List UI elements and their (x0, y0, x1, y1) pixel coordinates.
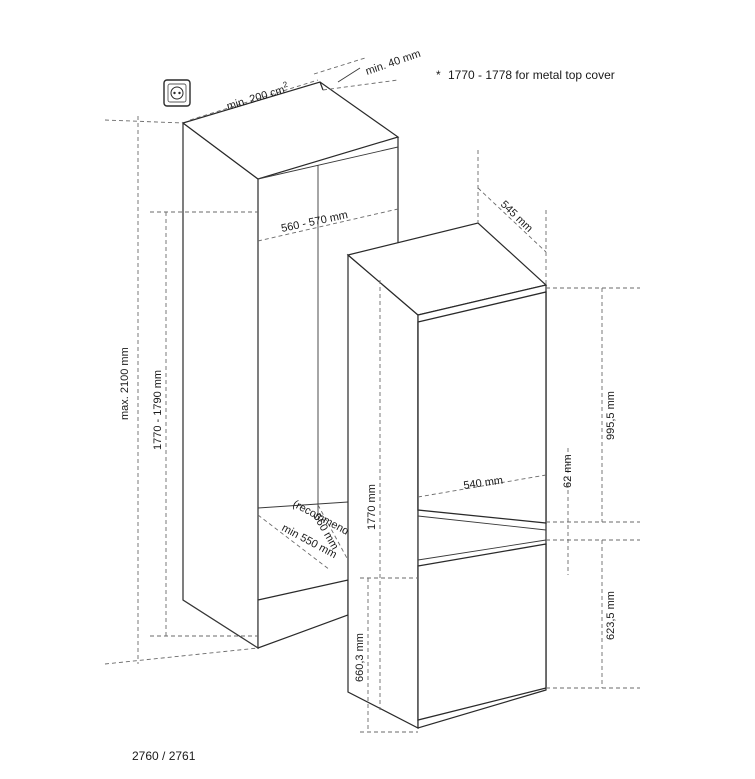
footnote-text: 1770 - 1778 for metal top cover (448, 68, 615, 82)
width-560-570-label: 560 - 570 mm (280, 209, 349, 235)
min-40-label: min. 40 mm (364, 48, 422, 78)
model-label: 2760 / 2761 (132, 749, 196, 763)
upper-995-label: 995,5 mm (605, 391, 617, 440)
cabinet-niche (181, 81, 400, 650)
appliance (346, 222, 548, 729)
gap-62-label: 62 mm (562, 454, 574, 488)
cabinet-left-side (182, 121, 259, 650)
lower-623-label: 623,5 mm (605, 591, 617, 640)
cabinet-plinth (257, 579, 349, 649)
base-660-label: 660,3 mm (354, 633, 366, 682)
power-socket-icon (163, 79, 191, 107)
door-width-540-label: 540 mm (463, 475, 504, 492)
depth-545-label: 545 mm (498, 199, 535, 235)
footnote-star: * (436, 68, 441, 82)
max-2100-label: max. 2100 mm (119, 347, 131, 420)
range-1770-1790-label: 1770 - 1790 mm (152, 370, 164, 450)
height-1770-label: 1770 mm (366, 484, 378, 530)
upper-door (417, 291, 547, 524)
